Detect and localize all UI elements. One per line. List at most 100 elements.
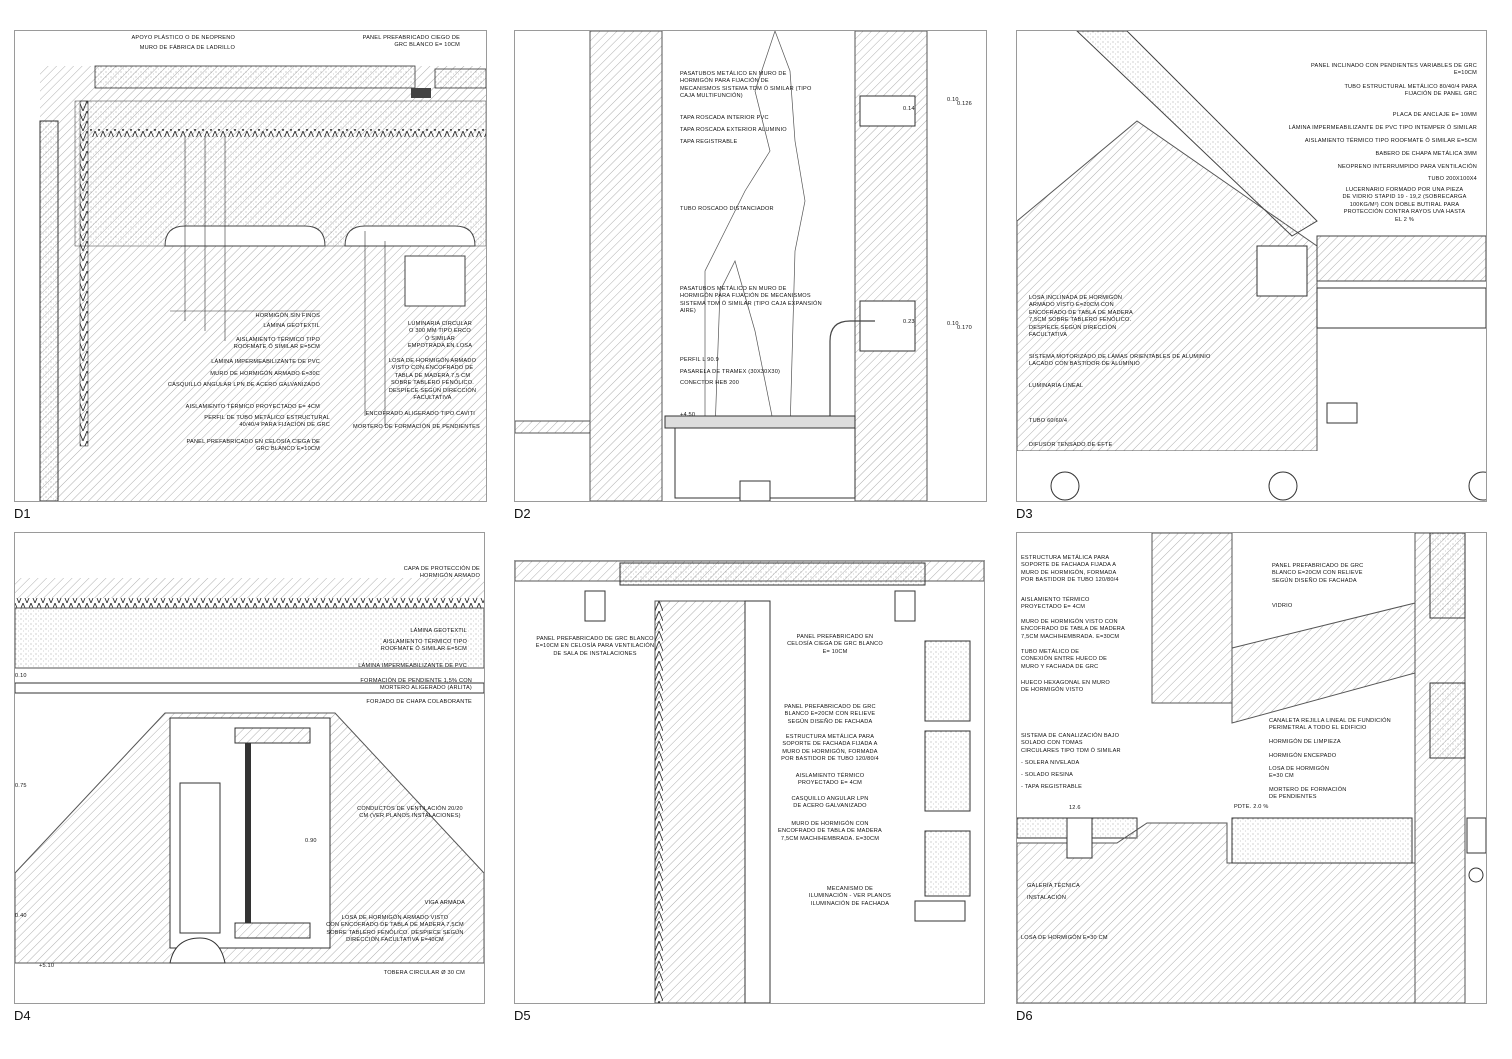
d5-note: PANEL PREFABRICADO DE GRC BLANCO E=20CM … xyxy=(784,704,876,725)
d2-dimension: 0.170 xyxy=(957,325,972,331)
d1-note: PERFIL DE TUBO METÁLICO ESTRUCTURAL 40/4… xyxy=(204,415,330,429)
d2-section-drawing xyxy=(515,31,928,501)
d4-note: FORMACIÓN DE PENDIENTE 1,5% CON MORTERO … xyxy=(360,678,472,692)
d5-section-drawing xyxy=(515,561,984,1003)
d3-note: LUMINARIA LINEAL xyxy=(1029,383,1084,389)
d4-level-mark: +5.10 xyxy=(39,963,55,969)
d3-label: D3 xyxy=(1016,506,1033,521)
detail-panel-d1: APOYO PLÁSTICO O DE NEOPRENO MURO DE FÁB… xyxy=(14,30,487,502)
d2-dimension: 0.23 xyxy=(903,319,915,325)
d5-label: D5 xyxy=(514,1008,531,1023)
d1-note: MORTERO DE FORMACIÓN DE PENDIENTES xyxy=(353,424,480,430)
d6-note: INSTALACIÓN xyxy=(1027,895,1067,901)
d6-note: LOSA DE HORMIGÓN e=30 CM xyxy=(1269,766,1330,780)
d4-note: AISLAMIENTO TÉRMICO TIPO ROOFMATE Ó SIMI… xyxy=(380,639,467,653)
d1-note: PANEL PREFABRICADO EN CELOSÍA CIEGA DE G… xyxy=(186,439,320,453)
d6-note: SISTEMA DE CANALIZACIÓN BAJO SOLADO CON … xyxy=(1021,733,1121,754)
d4-section-drawing xyxy=(15,578,484,964)
d1-note: PANEL PREFABRICADO CIEGO DE GRC BLANCO e… xyxy=(362,35,460,49)
d6-note: - TAPA REGISTRABLE xyxy=(1021,784,1083,790)
d3-note: PANEL INCLINADO CON PENDIENTES VARIABLES… xyxy=(1311,63,1477,77)
d6-note: MURO DE HORMIGÓN VISTO CON ENCOFRADO DE … xyxy=(1021,619,1125,640)
d4-note: TOBERA CIRCULAR Ø 30 CM xyxy=(383,970,465,976)
d4-note: CONDUCTOS DE VENTILACIÓN 20/20 CM (VER P… xyxy=(357,806,463,820)
d6-note: HORMIGÓN ENCEPADO xyxy=(1269,753,1337,759)
d2-note: PASATUBOS METÁLICO EN MURO DE HORMIGÓN P… xyxy=(680,71,812,100)
d1-note: LUMINARIA CIRCULAR O 300 mm TIPO ERCO Ó … xyxy=(407,321,473,350)
d6-label: D6 xyxy=(1016,1008,1033,1023)
d6-note: HORMIGÓN DE LIMPIEZA xyxy=(1269,739,1341,745)
d4-dimension: 0.10 xyxy=(15,673,27,679)
d1-note: HORMIGÓN SIN FINOS xyxy=(255,313,320,319)
d1-note: APOYO PLÁSTICO O DE NEOPRENO xyxy=(131,35,235,41)
d1-note: LÁMINA IMPERMEABILIZANTE DE PVC xyxy=(211,359,320,365)
d5-note: PANEL PREFABRICADO DE GRC BLANCO E=10CM … xyxy=(535,636,655,657)
d6-note: VIDRIO xyxy=(1272,603,1293,609)
d4-note: LOSA DE HORMIGÓN ARMADO VISTO CON ENCOFR… xyxy=(326,915,464,944)
d2-note: TAPA ROSCADA INTERIOR PVC xyxy=(680,115,769,121)
d1-note: ENCOFRADO ALIGERADO TIPO CAVITI xyxy=(365,411,475,417)
d2-dimension: 0.10 xyxy=(947,97,959,103)
d3-note: SISTEMA MOTORIZADO DE LÁMAS ORIENTABLES … xyxy=(1029,354,1211,368)
d2-dimension: 0.126 xyxy=(957,101,972,107)
d4-label: D4 xyxy=(14,1008,31,1023)
d3-note: DIFUSOR TENSADO DE EFTE xyxy=(1029,442,1113,448)
d2-dimension: 0.14 xyxy=(903,106,915,112)
d2-note: TAPA REGISTRABLE xyxy=(680,139,738,145)
d4-dimension: 0.40 xyxy=(15,913,27,919)
d6-note: HUECO HEXAGONAL EN MURO DE HORMIGÓN VIST… xyxy=(1021,680,1110,694)
d1-note: LÁMINA GEOTEXTIL xyxy=(263,323,320,329)
d3-note: LOSA INCLINADA DE HORMIGÓN ARMADO VISTO … xyxy=(1029,295,1133,339)
d1-note: LOSA DE HORMIGÓN ARMADO VISTO CON ENCOFR… xyxy=(388,358,477,402)
d1-note: MURO DE FÁBRICA DE LADRILLO xyxy=(139,45,235,51)
d1-label: D1 xyxy=(14,506,31,521)
d6-dimension: 12.6 xyxy=(1069,805,1081,811)
d3-note: LUCERNARIO FORMADO POR UNA PIEZA DE VIDR… xyxy=(1342,187,1467,223)
detail-panel-d5: PANEL PREFABRICADO DE GRC BLANCO E=10CM … xyxy=(514,560,985,1004)
d6-note: MORTERO DE FORMACIÓN DE PENDIENTES xyxy=(1269,787,1347,801)
detail-panel-d6: ESTRUCTURA METÁLICA PARA SOPORTE DE FACH… xyxy=(1016,532,1487,1004)
d4-note: LÁMINA IMPERMEABILIZANTE DE PVC xyxy=(358,663,467,669)
d3-note: TUBO 200X100X4 xyxy=(1427,176,1477,182)
d4-dimension: 0.75 xyxy=(15,783,27,789)
d2-label: D2 xyxy=(514,506,531,521)
d4-note: FORJADO DE CHAPA COLABORANTE xyxy=(366,699,472,705)
d6-note: GALERÍA TÉCNICA xyxy=(1027,883,1080,889)
d1-section-drawing xyxy=(39,65,486,501)
d6-note: - SOLADO RESINA xyxy=(1021,772,1074,778)
d1-note: CASQUILLO ANGULAR LPN DE ACERO GALVANIZA… xyxy=(167,382,320,388)
d2-note: PERFIL L 90.9 xyxy=(680,357,719,363)
d5-note: MECANISMO DE ILUMINACIÓN - VER PLANOS IL… xyxy=(808,886,892,907)
d6-note: PANEL PREFABRICADO DE GRC BLANCO E=20CM … xyxy=(1272,563,1364,584)
d1-note: MURO DE HORMIGÓN ARMADO E=30C xyxy=(210,371,320,377)
d3-note: BABERO DE CHAPA METÁLICA 3MM xyxy=(1375,151,1477,157)
d3-note: LÁMINA IMPERMEABILIZANTE DE PVC TIPO INT… xyxy=(1288,125,1477,131)
d3-note: NEOPRENO INTERRUMPIDO PARA VENTILACIÓN xyxy=(1337,164,1477,170)
d6-note: ESTRUCTURA METÁLICA PARA SOPORTE DE FACH… xyxy=(1021,555,1119,584)
d6-slope-mark: PDTE. 2.0 % xyxy=(1234,804,1269,810)
d3-note: AISLAMIENTO TÉRMICO TIPO ROOFMATE Ó SIMI… xyxy=(1304,138,1477,144)
d5-note: MURO DE HORMIGÓN CON ENCOFRADO DE TABLA … xyxy=(778,821,882,842)
d5-note: ESTRUCTURA METÁLICA PARA SOPORTE DE FACH… xyxy=(781,734,879,763)
d5-note: CASQUILLO ANGULAR LPN DE ACERO GALVANIZA… xyxy=(791,796,869,810)
detail-panel-d3: PANEL INCLINADO CON PENDIENTES VARIABLES… xyxy=(1016,30,1487,502)
detail-panel-d4: CAPA DE PROTECCIÓN DE HORMIGÓN ARMADO LÁ… xyxy=(14,532,485,1004)
d4-note: CAPA DE PROTECCIÓN DE HORMIGÓN ARMADO xyxy=(403,566,480,580)
d6-note: LOSA DE HORMIGÓN e=30 CM xyxy=(1021,935,1108,941)
d2-note: TAPA ROSCADA EXTERIOR ALUMINIO xyxy=(680,127,787,133)
d3-note: PLACA DE ANCLAJE E= 10MM xyxy=(1392,112,1477,118)
d4-note: VIGA ARMADA xyxy=(424,900,465,906)
d2-note: PASARELA DE TRAMEX (30X30X30) xyxy=(680,369,781,375)
d2-note: CONECTOR HEB 200 xyxy=(680,380,740,386)
d2-note: TUBO ROSCADO DISTANCIADOR xyxy=(680,206,774,212)
d1-note: AISLAMIENTO TÉRMICO TIPO ROOFMATE Ó SIMI… xyxy=(233,337,320,351)
d4-note: LÁMINA GEOTEXTIL xyxy=(410,628,467,634)
d6-note: TUBO METÁLICO DE CONEXIÓN ENTRE HUECO DE… xyxy=(1021,649,1108,670)
d6-note: - SOLERA NIVELADA xyxy=(1021,760,1080,766)
detail-panel-d2: PASATUBOS METÁLICO EN MURO DE HORMIGÓN P… xyxy=(514,30,987,502)
d4-dimension: 0.90 xyxy=(305,838,317,844)
d3-note: TUBO ESTRUCTURAL METÁLICO 80/40/4 PARA F… xyxy=(1344,84,1477,98)
d6-section-drawing xyxy=(1017,533,1486,1003)
d3-note: TUBO 60/60/4 xyxy=(1029,418,1068,424)
d6-note: AISLAMIENTO TÉRMICO PROYECTADO e= 4CM xyxy=(1021,597,1090,611)
